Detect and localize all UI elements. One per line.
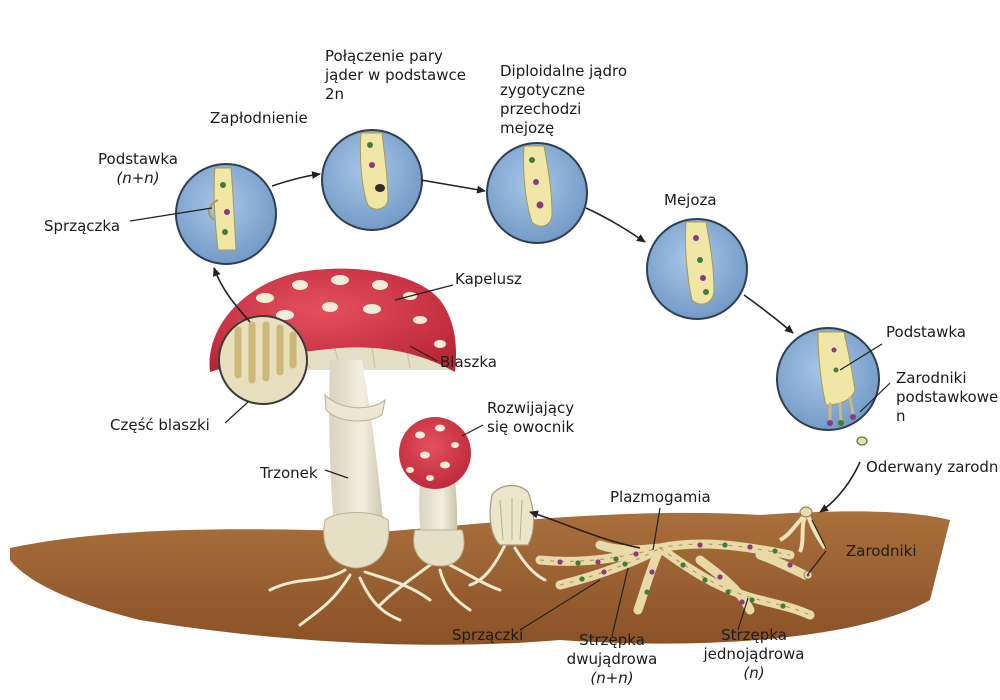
- label-zarodniki-podstawkowe-line1: Zarodniki: [896, 369, 967, 387]
- circle-mejoza: [646, 218, 748, 320]
- label-polaczenie-line2: jąder w podstawce: [325, 66, 466, 84]
- mature-fruiting-body: [209, 268, 457, 569]
- hyphae-network: [535, 539, 815, 620]
- label-strzepka-dwu-line2: dwujądrowa: [566, 650, 658, 668]
- label-polaczenie-line3: 2n: [325, 85, 345, 103]
- label-mejoza: Mejoza: [664, 191, 717, 209]
- circle-podstawka-spores: [776, 327, 880, 431]
- label-zarodniki-podstawkowe: Zarodniki podstawkowe n: [896, 369, 998, 426]
- label-diploidalne-line4: mejozę: [500, 119, 555, 137]
- label-sprzaczka: Sprzączka: [44, 217, 121, 235]
- label-strzepka-dwu-ploidy: (n+n): [590, 669, 634, 687]
- germinating-spores: [779, 506, 827, 580]
- label-plazmogamia: Plazmogamia: [610, 488, 711, 506]
- leader-lines: [129, 207, 891, 637]
- label-czesc-blaszki: Część blaszki: [110, 416, 210, 434]
- label-zarodniki: Zarodniki: [846, 542, 917, 560]
- label-polaczenie-line1: Połączenie pary: [325, 47, 443, 65]
- label-zarodniki-podstawkowe-line2: podstawkowe: [896, 388, 999, 406]
- label-blaszka: Blaszka: [440, 353, 497, 371]
- label-diploidalne-line3: przechodzi: [500, 100, 582, 118]
- label-podstawka-top-ploidy: (n+n): [116, 169, 160, 187]
- hypha-nuclei: [557, 542, 793, 609]
- label-podstawka-top-text: Podstawka: [98, 150, 178, 168]
- label-podstawka-top: Podstawka (n+n): [88, 150, 188, 188]
- label-strzepka-jedno-line1: Strzępka: [721, 626, 787, 644]
- label-strzepka-dwujadrowa: Strzępka dwujądrowa (n+n): [562, 631, 662, 688]
- label-diploidalne: Diploidalne jądro zygotyczne przechodzi …: [500, 62, 627, 138]
- circle-diploidalne: [486, 142, 588, 244]
- label-diploidalne-line2: zygotyczne: [500, 81, 586, 99]
- cycle-arrows: [212, 171, 861, 549]
- label-diploidalne-line1: Diploidalne jądro: [500, 62, 628, 80]
- label-rozwijajacy-line1: Rozwijający: [487, 399, 575, 417]
- label-zaplodnienie: Zapłodnienie: [210, 109, 308, 127]
- label-trzonek: Trzonek: [260, 464, 318, 482]
- label-polaczenie: Połączenie pary jąder w podstawce 2n: [325, 47, 466, 104]
- label-oderwany-zarodnik: Oderwany zarodnik: [866, 458, 1000, 476]
- label-strzepka-dwu-line1: Strzępka: [579, 631, 645, 649]
- button-stage: [489, 485, 535, 546]
- label-rozwijajacy: Rozwijający się owocnik: [487, 399, 574, 437]
- developing-fruiting-body: [399, 417, 471, 567]
- label-rozwijajacy-line2: się owocnik: [487, 418, 575, 436]
- circle-zaplodnienie: [321, 129, 423, 231]
- label-zarodniki-podstawkowe-line3: n: [896, 407, 906, 425]
- label-strzepka-jedno-ploidy: (n): [743, 664, 765, 682]
- gill-detail-circle: [218, 315, 308, 405]
- label-sprzaczki: Sprzączki: [452, 626, 524, 644]
- detached-spore: [856, 436, 868, 446]
- label-strzepka-jednojadrowa: Strzępka jednojądrowa (n): [694, 626, 814, 683]
- circle-podstawka: [175, 163, 277, 265]
- label-kapelusz: Kapelusz: [455, 270, 522, 288]
- mycelium-roots: [268, 543, 547, 627]
- label-strzepka-jedno-line2: jednojądrowa: [703, 645, 805, 663]
- label-podstawka-right: Podstawka: [886, 323, 966, 341]
